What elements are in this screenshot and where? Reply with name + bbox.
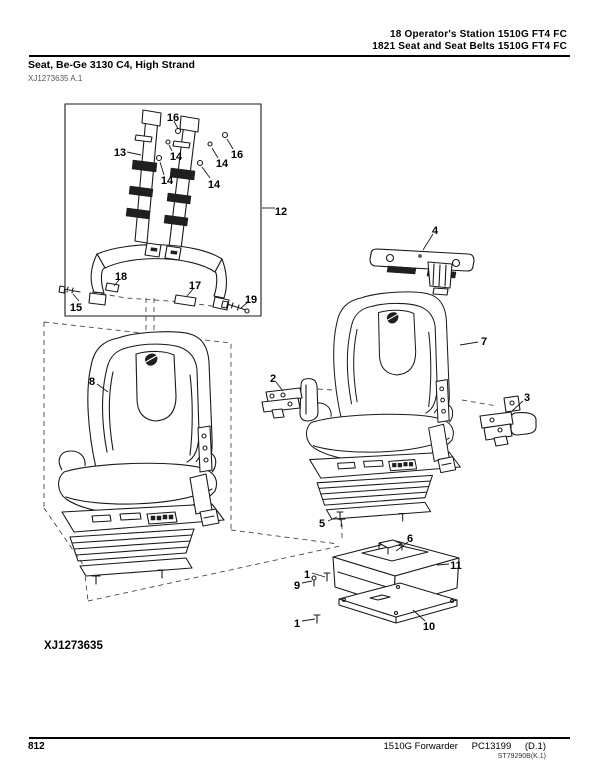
- callout-number-4: 4: [432, 225, 439, 237]
- callout-leader-9: [301, 580, 313, 584]
- callout-number-10: 10: [423, 621, 435, 633]
- callout-leader-1: [311, 572, 326, 578]
- callout-number-19: 19: [245, 294, 257, 306]
- bolt-15: [58, 285, 81, 294]
- callout-leader-16: [226, 138, 234, 150]
- right-seat-assembly: [305, 291, 461, 528]
- callout-leader-1: [301, 618, 316, 622]
- callout-number-14: 14: [216, 158, 229, 170]
- callout-number-2: 2: [270, 373, 276, 385]
- callout-leader-6: [395, 541, 409, 552]
- callout-leader-4: [422, 233, 434, 251]
- callout-number-12: 12: [275, 206, 287, 218]
- callout-leader-14: [201, 166, 211, 179]
- footer-info: 1510G Forwarder PC13199 (D.1): [373, 741, 546, 752]
- callout-leader-14: [168, 144, 173, 152]
- callout-number-5: 5: [319, 518, 325, 530]
- callout-leader-2: [275, 381, 284, 392]
- header-section-line2: 1821 Seat and Seat Belts 1510G FT4 FC: [372, 41, 567, 52]
- footer-revision: (D.1): [524, 741, 546, 752]
- footer-divider: [29, 737, 570, 739]
- callout-number-14: 14: [208, 179, 221, 191]
- callout-leader-8: [96, 383, 109, 393]
- page-header: 18 Operator's Station 1510G FT4 FC 1821 …: [372, 29, 567, 53]
- callout-number-15: 15: [70, 302, 82, 314]
- callout-number-16: 16: [167, 112, 179, 124]
- callout-number-11: 11: [450, 560, 462, 572]
- header-divider: [29, 55, 570, 57]
- base-fasteners: [311, 511, 344, 624]
- page-number: 812: [28, 741, 45, 752]
- sleeve-17: [173, 294, 197, 307]
- callout-leader-19: [240, 301, 249, 309]
- callout-leader-7: [459, 341, 479, 346]
- callout-number-1: 1: [294, 618, 300, 630]
- armrest-left-assembly: [261, 378, 319, 422]
- dashed-reference-lines: [43, 291, 498, 602]
- callout-number-16: 16: [231, 149, 243, 161]
- footer-model: 1510G Forwarder: [383, 741, 458, 752]
- figure-label: XJ1273635: [44, 640, 103, 652]
- mounting-plate: [338, 582, 458, 624]
- left-seat-assembly: [58, 331, 225, 585]
- header-section-line1: 18 Operator's Station 1510G FT4 FC: [389, 29, 567, 40]
- callout-number-14: 14: [170, 151, 183, 163]
- callout-leader-15: [72, 293, 80, 302]
- callout-leader-10: [412, 609, 426, 622]
- callout-number-17: 17: [189, 280, 201, 292]
- armrest-right-assembly: [479, 395, 537, 447]
- callout-leader-14: [211, 147, 219, 159]
- callout-number-14: 14: [161, 175, 174, 187]
- footer-drawing-code: ST79290B(K.1): [497, 753, 546, 760]
- callout-number-3: 3: [524, 392, 530, 404]
- callout-number-6: 6: [407, 533, 413, 545]
- callout-leader-5: [327, 516, 338, 522]
- clip-18: [104, 282, 120, 293]
- callout-number-13: 13: [114, 147, 126, 159]
- footer-catalog: PC13199: [471, 741, 512, 752]
- callout-leader-18: [113, 279, 120, 287]
- callout-leader-3: [511, 400, 524, 412]
- document-code: XJ1273635 A.1: [28, 74, 83, 83]
- callout-leader-16: [173, 120, 179, 130]
- headrest-mount-plate: [369, 248, 475, 296]
- callout-leader-17: [186, 288, 194, 297]
- callout-number-9: 9: [294, 580, 300, 592]
- bolt-19: [220, 300, 250, 314]
- callout-leader-14: [159, 161, 165, 176]
- callout-number-18: 18: [115, 271, 127, 283]
- callout-number-1: 1: [304, 569, 310, 581]
- callout-number-8: 8: [89, 376, 95, 388]
- harness-fasteners: [155, 127, 229, 167]
- callout-number-7: 7: [481, 336, 487, 348]
- page-title: Seat, Be-Ge 3130 C4, High Strand: [28, 59, 195, 71]
- callout-leader-13: [126, 151, 142, 156]
- callout-leader-11: [436, 563, 450, 566]
- seat-belt-harness-kit: [58, 103, 262, 317]
